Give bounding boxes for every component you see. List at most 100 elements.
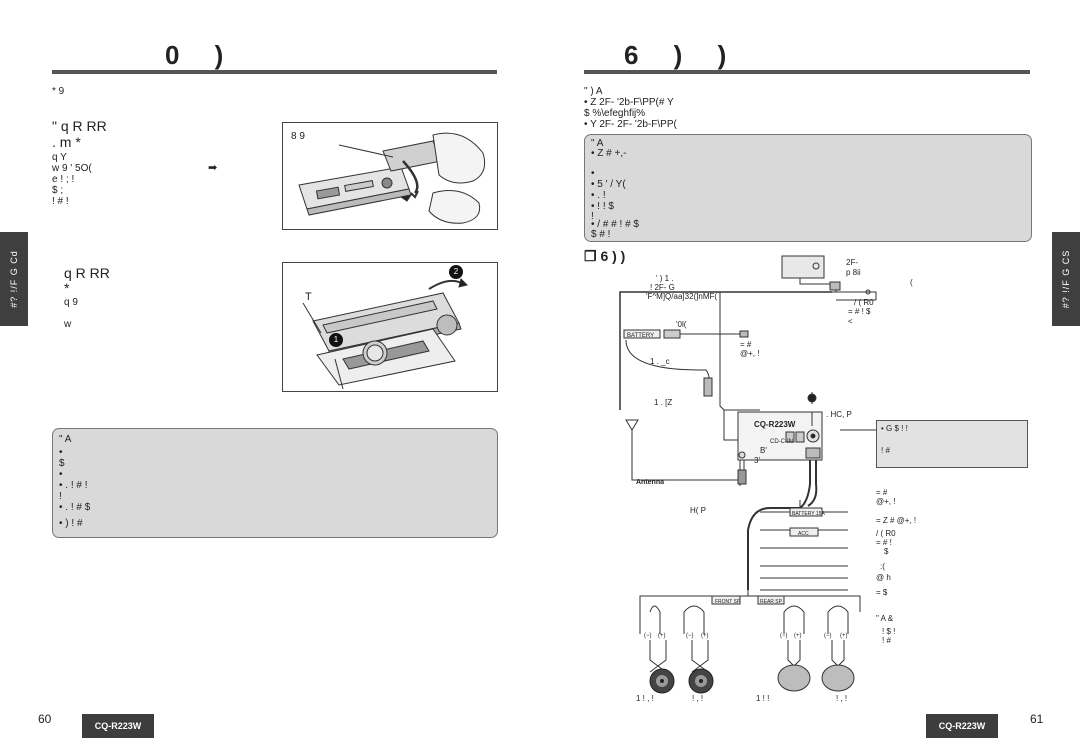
right-note-heading: " A [591,138,604,149]
connector-callout: • G $ ! ! ! # [876,420,1028,468]
left-side-tab: #? !/F G Cd [0,232,28,326]
wire-label: @+, ! [876,497,896,506]
hp-label: H( P [690,506,706,515]
right-callout-label: ( [910,278,913,287]
cable-label: 'F^M]Q/aa]32(]nMF( [646,292,718,301]
section1-line: w 9 ' 5O( [52,163,92,174]
step-badge-2: 2 [449,265,463,279]
wire-label: = # [876,488,888,497]
polarity-pos-label: (+) [658,633,666,639]
right-callout-label: / ( R0 [854,298,874,307]
left-title-rule [52,70,497,74]
camera-sublabel: p 8ii [846,268,861,277]
speaker-note: ! $ ! [882,627,896,636]
right-note-line: • . ! [591,190,606,201]
section2-heading-line2: * [64,280,70,296]
left-model-badge: CQ-R223W [82,714,154,738]
polarity-neg-label: (−) [686,633,694,639]
right-side-tab: #? !/F G CS [1052,232,1080,326]
speaker-caption: ! , ! [692,694,704,703]
left-note-line: • ) ! # [59,518,83,529]
speaker-front-right [688,668,714,694]
left-note-line: • [59,447,63,458]
speaker-front-left [649,668,675,694]
left-note-line: $ [59,458,65,469]
3-label: 3' [754,456,760,465]
right-note-line: • [591,168,595,179]
right-note-line: • Z # +,- [591,148,627,159]
right-note-line: $ # ! [591,229,611,240]
rear-sp-label: REAR SP [760,599,782,605]
left-note-line: • . ! # $ [59,502,91,513]
speaker-rear-right [821,664,855,692]
figure-1-label: 8 9 [291,131,305,142]
ac-label: 1 . _c [650,357,670,366]
speaker-note: " A & [876,614,894,623]
wire-label: / ( R0 [876,529,896,538]
cable-label: ' ) 1 . [656,274,674,283]
right-note-line: • ! ! $ [591,201,614,212]
battery-connector-label: BATTERY [627,333,655,339]
right-callout-label: = # ! $ [848,307,871,316]
front-panel-attach-illustration [302,278,468,390]
left-note-line: • [59,469,63,480]
right-note-line: • 5 ' / Y( [591,179,626,190]
section1-line: ! # ! [52,196,69,207]
speaker-caption: ! , ! [836,694,848,703]
front-panel-removal-illustration [298,132,486,224]
right-intro-line: • Y 2F- 2F- '2b-F\PP( [584,119,677,130]
figure-2-label: T [305,291,312,303]
camera-label: 2F- [846,258,858,267]
right-page-number: 61 [1030,712,1044,726]
section1-line: $ ; [52,185,64,196]
speaker-caption: 1 ! ! [756,694,770,703]
wire-label: = Z # @+, ! [876,516,917,525]
callout-line: • G $ ! ! [881,424,908,433]
wire-label: :( [880,562,885,571]
hc-label: . HC, P [826,410,852,419]
polarity-pos-label: (+) [701,633,709,639]
connector-label: = # [740,340,752,349]
section2-heading-line1: q R RR [64,265,110,281]
right-note-line: • / # # ! # $ [591,219,639,230]
right-model-badge: CQ-R223W [926,714,998,738]
left-page-number: 60 [38,712,52,726]
right-note-line: ! [591,211,594,222]
figure-1-panel: 8 9 [282,122,498,230]
polarity-pos-label: (+) [840,633,848,639]
section2-line: q 9 [64,297,78,308]
connector-label: @+, ! [740,349,760,358]
right-page-title: 6 ) ) [624,40,741,70]
wire-label: $ [884,547,889,556]
polarity-neg-label: (−) [780,633,788,639]
speaker-rear-left [777,664,811,692]
right-title-rule [584,70,1030,74]
left-note-heading: " A [59,434,72,445]
speaker-note: ! # [882,636,891,645]
cable-label: ! 2F- G [650,283,675,292]
cdin-label: CD-C-IN [770,439,793,445]
b-label: B' [760,446,767,455]
camera-module [781,255,825,279]
connector-label: '0l( [676,320,687,329]
right-intro-line: $ %\efeghfij% [584,108,646,119]
figure-2-panel: T 1 2 [282,262,498,392]
z-label: 1 . [Z [654,398,673,407]
callout-line: ! # [881,446,890,455]
polarity-neg-label: (−) [824,633,832,639]
section1-line: e ! ; ! [52,174,75,185]
right-note-box: " A • Z # +,- • • 5 ' / Y( • . [584,134,1032,242]
left-intro: * 9 [52,86,65,97]
right-callout-label: < [848,317,853,326]
section1-heading-line2: . m * [52,134,81,150]
left-note-line: • . ! # ! [59,480,88,491]
right-intro-line: " ) A [584,86,603,97]
front-sp-label: FRONT SP [715,599,741,605]
left-note-box: " A • $ • • . ! # ! ! • . ! [52,428,498,538]
polarity-pos-label: (+) [794,633,802,639]
arrow-right-icon: ➡ [208,162,218,174]
right-intro-line: • Z 2F- '2b-F\PP(# Y [584,97,674,108]
wiring-diagram-heading: ❒ 6 ) ) [584,248,626,264]
left-note-line: ! [59,491,62,502]
